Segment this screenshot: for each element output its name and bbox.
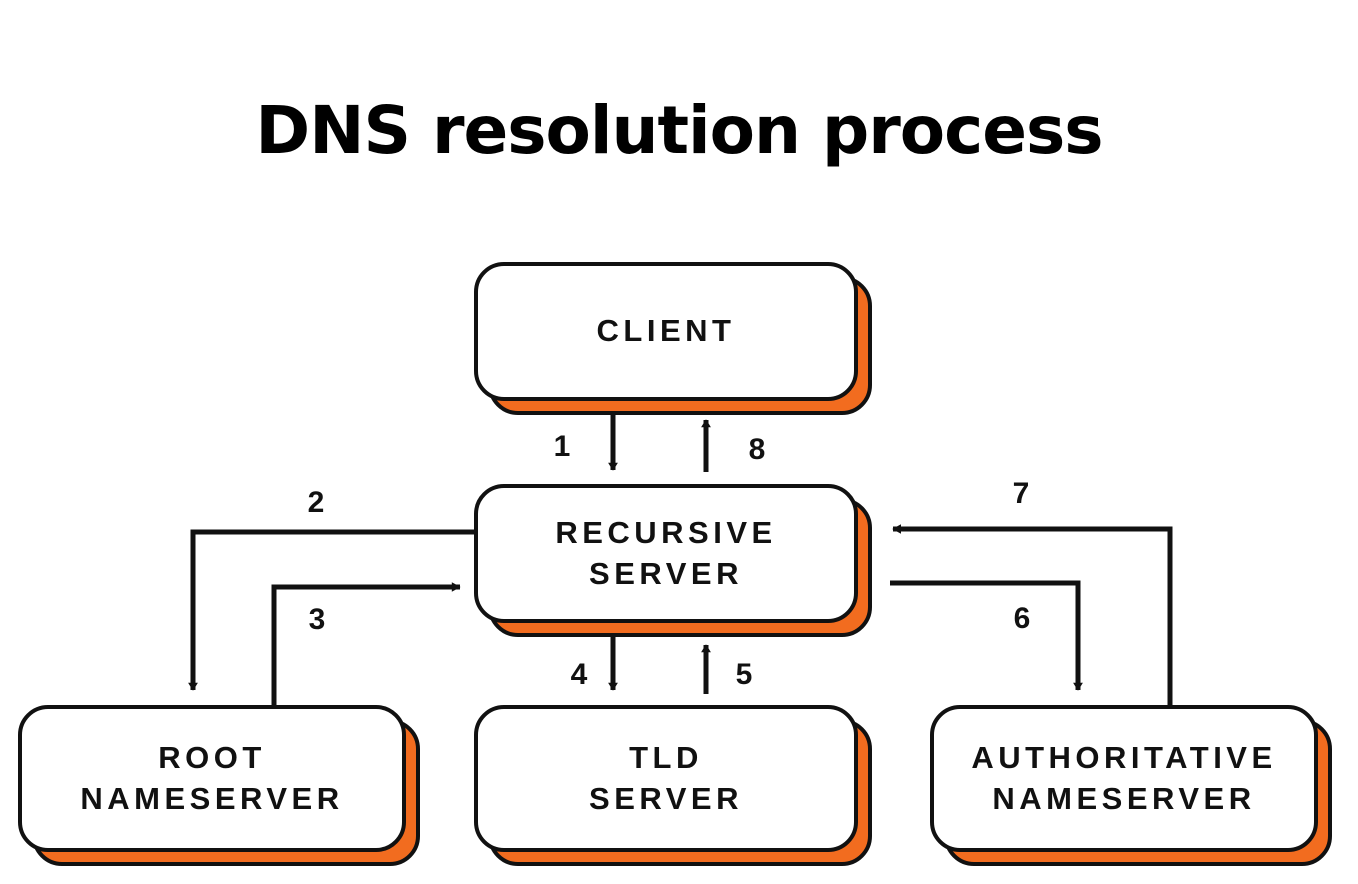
step-label-8: 8 xyxy=(748,433,766,466)
arrow-step-3 xyxy=(271,582,461,705)
step-label-5: 5 xyxy=(735,658,753,691)
arrow-step-2 xyxy=(188,529,474,691)
node-authoritative-nameserver-label: AUTHORITATIVE NAMESERVER xyxy=(971,739,1277,816)
step-label-6: 6 xyxy=(1013,602,1031,635)
node-root-nameserver-label: ROOT NAMESERVER xyxy=(80,739,344,816)
step-label-2: 2 xyxy=(307,486,325,519)
step-label-7: 7 xyxy=(1012,477,1030,510)
step-label-4: 4 xyxy=(570,658,588,691)
node-tld-server[interactable]: TLD SERVER xyxy=(474,705,858,852)
node-client[interactable]: CLIENT xyxy=(474,262,858,401)
node-client-label: CLIENT xyxy=(596,313,736,349)
node-tld-server-label: TLD SERVER xyxy=(589,739,743,816)
page-title: DNS resolution process xyxy=(255,92,1103,169)
node-authoritative-nameserver[interactable]: AUTHORITATIVE NAMESERVER xyxy=(930,705,1318,852)
node-recursive-server[interactable]: RECURSIVE SERVER xyxy=(474,484,858,623)
node-recursive-server-label: RECURSIVE SERVER xyxy=(555,514,777,591)
step-label-3: 3 xyxy=(308,603,326,636)
node-root-nameserver[interactable]: ROOT NAMESERVER xyxy=(18,705,406,852)
arrow-step-7 xyxy=(892,524,1173,705)
step-label-1: 1 xyxy=(553,430,571,463)
arrow-step-6 xyxy=(890,580,1083,691)
